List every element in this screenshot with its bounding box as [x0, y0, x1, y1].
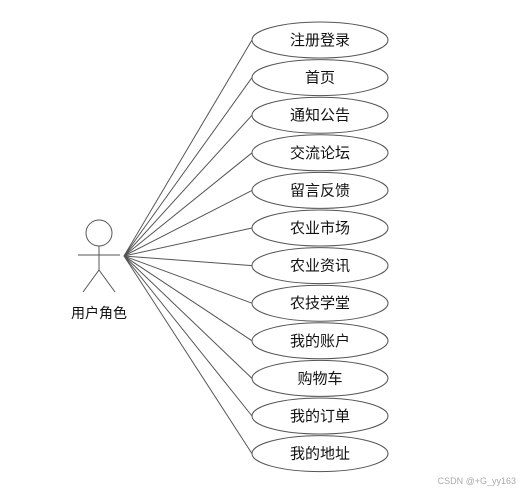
use-case-label: 注册登录 [290, 31, 350, 49]
actor-head [85, 219, 113, 247]
use-case-ellipse [251, 134, 389, 172]
use-case: 我的订单 [251, 397, 389, 435]
use-case-ellipse [251, 284, 389, 322]
use-case-ellipse [251, 247, 389, 285]
use-case-ellipse [251, 322, 389, 360]
use-case: 农业市场 [251, 209, 389, 247]
use-case-ellipse [251, 435, 389, 473]
use-case-label: 农业市场 [290, 219, 350, 237]
use-case-ellipse [251, 171, 389, 209]
association-line [123, 39, 253, 257]
use-case: 交流论坛 [251, 134, 389, 172]
use-case: 我的地址 [251, 435, 389, 473]
use-case: 购物车 [251, 359, 389, 397]
use-case-label: 我的账户 [290, 332, 350, 350]
use-case-ellipse [251, 96, 389, 134]
use-case-label: 通知公告 [290, 106, 350, 124]
use-case-label: 农技学堂 [290, 294, 350, 312]
use-case-label: 我的地址 [290, 445, 350, 463]
association-line [123, 255, 253, 267]
association-line [123, 255, 253, 304]
use-case: 注册登录 [251, 21, 389, 59]
use-case-ellipse [251, 209, 389, 247]
use-case-ellipse [251, 359, 389, 397]
association-line [123, 255, 253, 379]
actor-right-leg [98, 269, 116, 293]
association-line [123, 255, 253, 454]
association-line [123, 255, 253, 417]
use-case-ellipse [251, 397, 389, 435]
use-case: 通知公告 [251, 96, 389, 134]
use-case-label: 留言反馈 [290, 181, 350, 199]
use-case-label: 我的订单 [290, 407, 350, 425]
actor-left-leg [82, 269, 100, 293]
watermark: CSDN @+G_yy163 [438, 476, 516, 486]
use-case: 农业资讯 [251, 247, 389, 285]
use-case: 留言反馈 [251, 171, 389, 209]
actor-label: 用户角色 [71, 305, 127, 322]
association-line [123, 189, 253, 257]
use-case-label: 交流论坛 [290, 144, 350, 162]
use-case: 我的账户 [251, 322, 389, 360]
association-line [123, 114, 253, 257]
association-line [123, 152, 253, 257]
association-line [123, 77, 253, 257]
use-case-ellipse [251, 59, 389, 97]
use-case-label: 农业资讯 [290, 257, 350, 275]
use-case: 农技学堂 [251, 284, 389, 322]
use-case-label: 首页 [305, 69, 335, 87]
use-case: 首页 [251, 59, 389, 97]
actor-stick-figure: 用户角色 [71, 219, 127, 322]
association-line [123, 255, 253, 342]
use-case-label: 购物车 [297, 369, 342, 387]
use-case-ellipse [251, 21, 389, 59]
association-lines [123, 39, 253, 454]
use-case-list: 注册登录首页通知公告交流论坛留言反馈农业市场农业资讯农技学堂我的账户购物车我的订… [251, 21, 389, 473]
association-line [123, 227, 253, 257]
